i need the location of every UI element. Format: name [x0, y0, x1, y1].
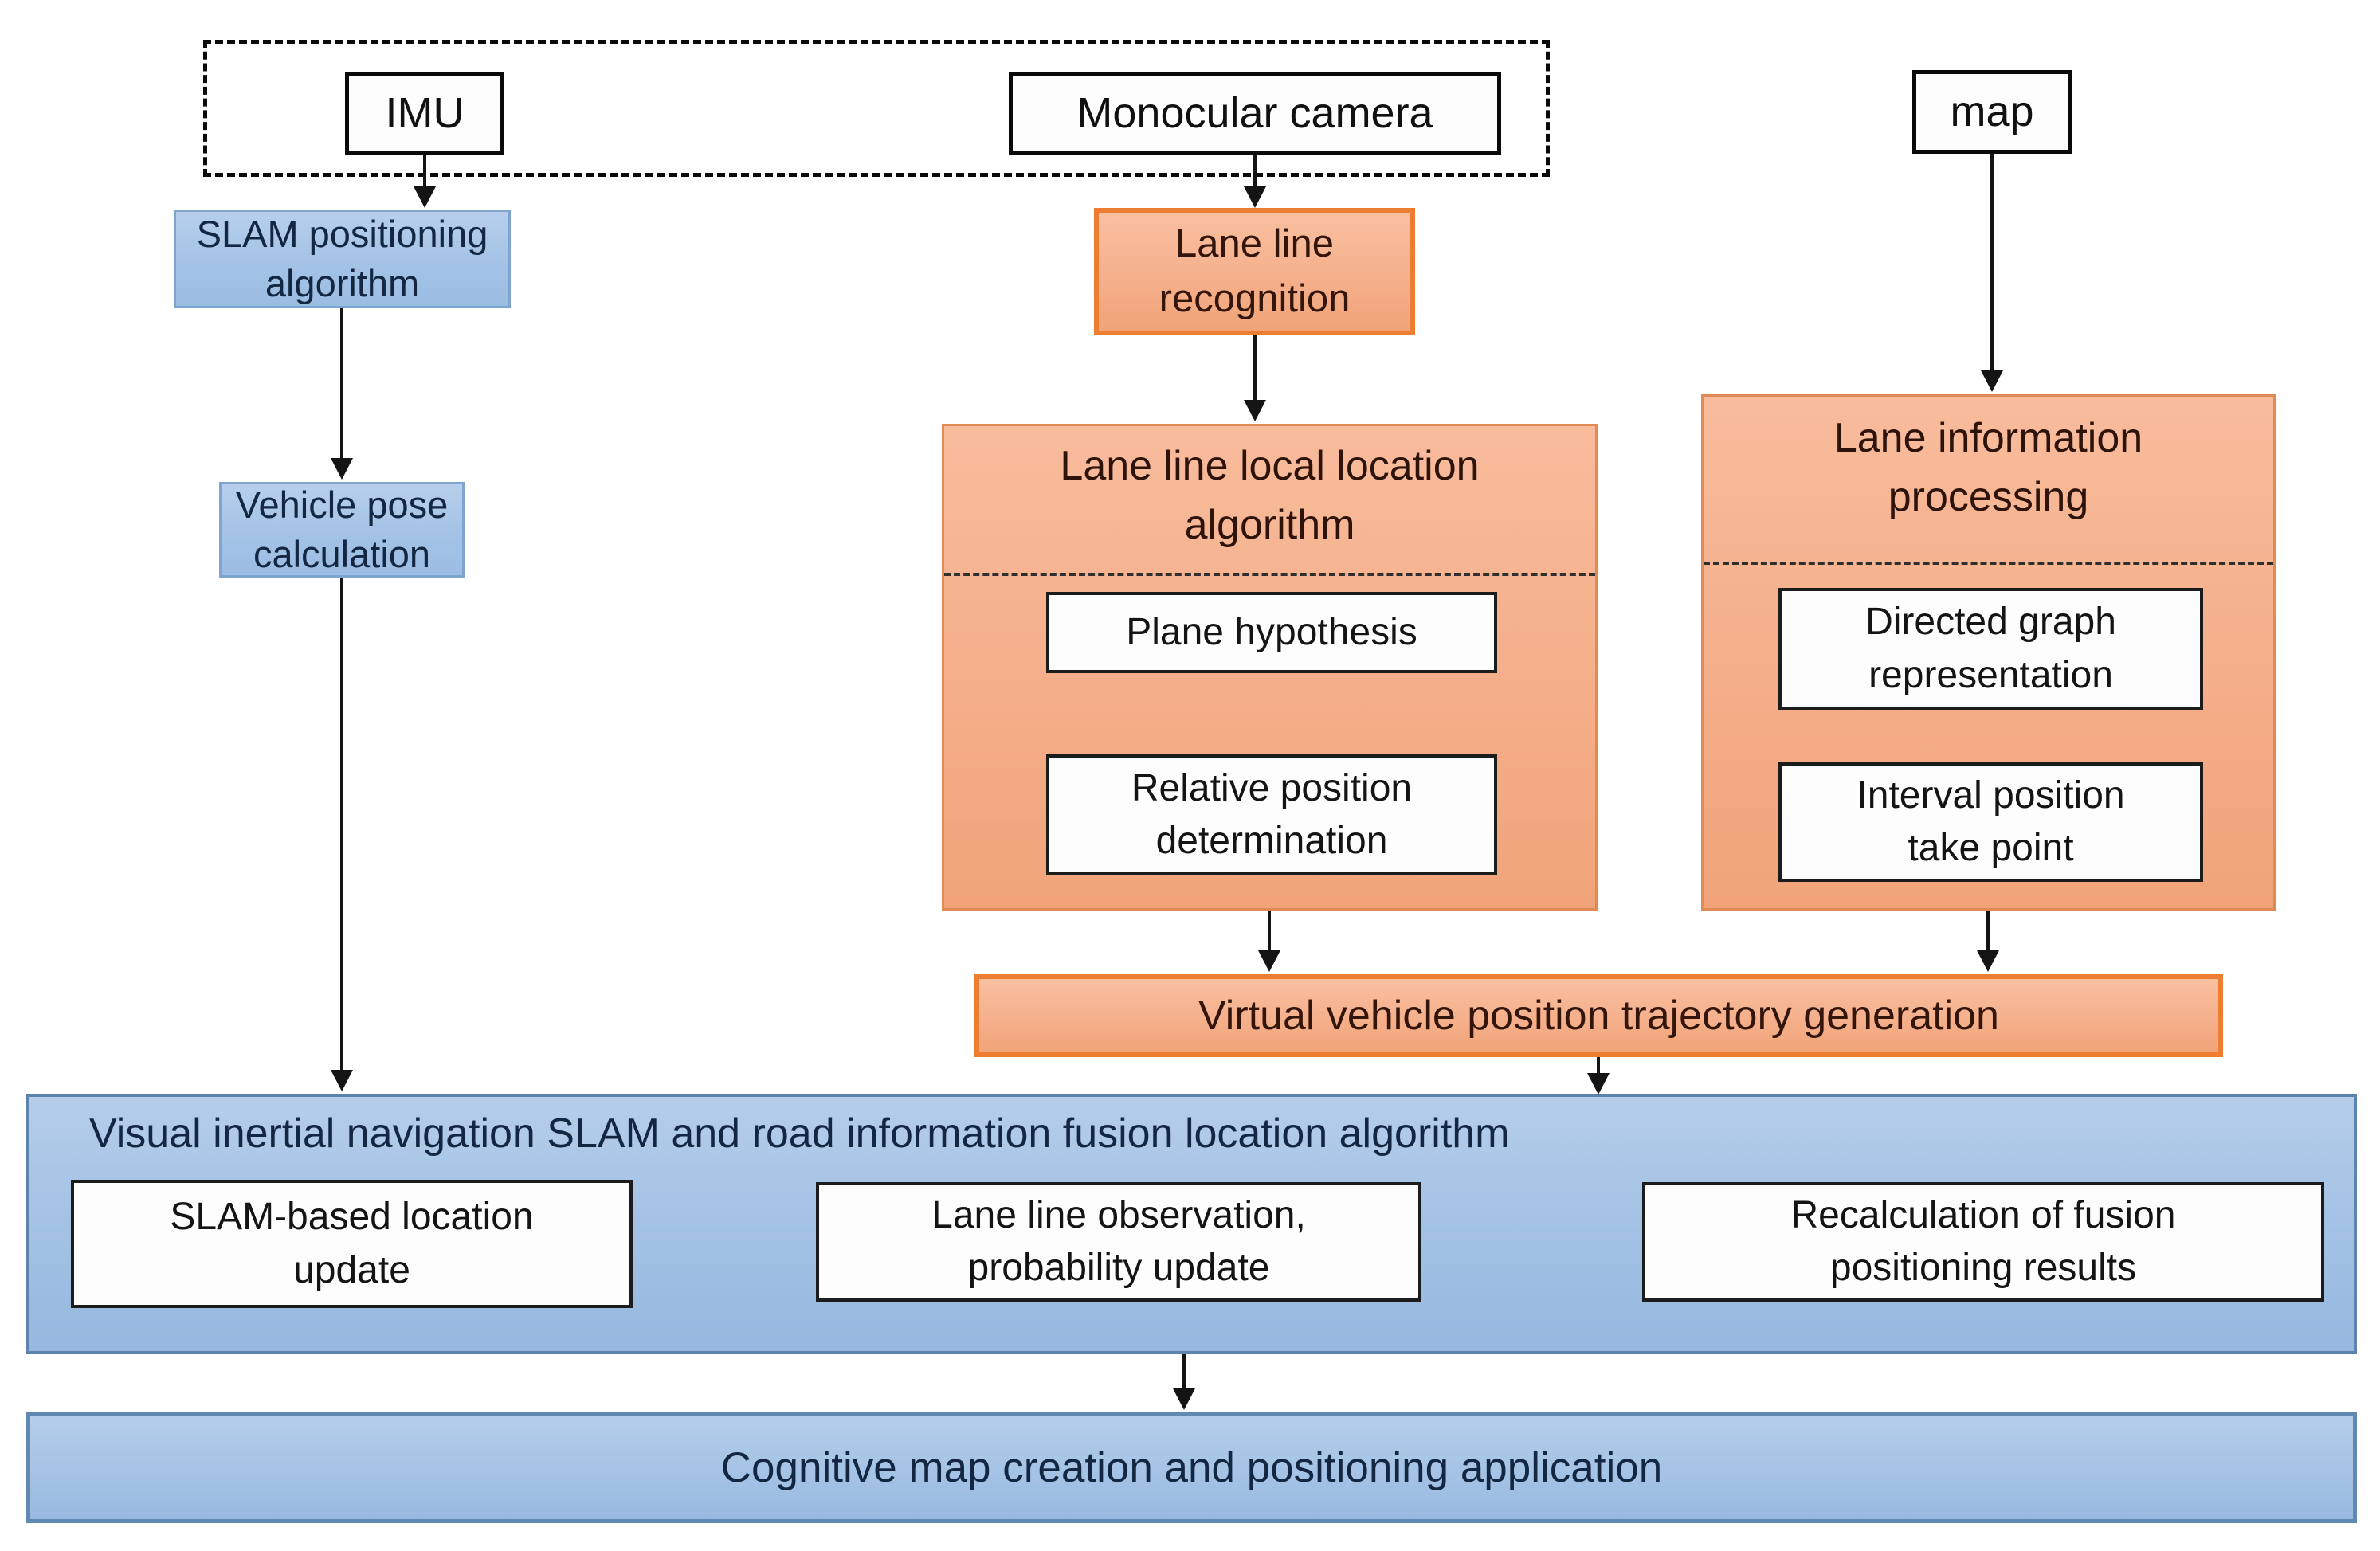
directed-graph-box: Directed graph representation — [1778, 588, 2203, 710]
lane-line-recognition-box: Lane line recognition — [1094, 208, 1415, 335]
slam-location-update-label: SLAM-based location update — [170, 1196, 534, 1291]
slam-positioning-label: SLAM positioning algorithm — [196, 212, 488, 304]
cognitive-map-label: Cognitive map creation and positioning a… — [720, 1443, 1663, 1491]
arrowhead-fusion-to-cognitive — [1173, 1388, 1195, 1410]
imu-box: IMU — [345, 72, 504, 155]
interval-position-label: Interval position take point — [1857, 774, 2125, 869]
lane-line-recognition-label: Lane line recognition — [1159, 222, 1351, 320]
monocular-camera-box: Monocular camera — [1009, 72, 1501, 155]
monocular-camera-label: Monocular camera — [1076, 89, 1433, 138]
arrow-slam-to-pose — [340, 308, 343, 458]
arrowhead-laneinfo-to-virtual — [1977, 950, 1999, 972]
lane-information-processing-panel: Lane information processing Directed gra… — [1701, 394, 2276, 911]
arrowhead-map-to-laneinfo — [1981, 370, 2003, 392]
recalculation-box: Recalculation of fusion positioning resu… — [1642, 1182, 2324, 1302]
sensor-group-container — [203, 40, 1550, 177]
local-panel-divider — [944, 573, 1595, 576]
plane-hypothesis-label: Plane hypothesis — [1126, 610, 1417, 653]
slam-location-update-box: SLAM-based location update — [71, 1180, 633, 1308]
slam-positioning-box: SLAM positioning algorithm — [174, 210, 511, 308]
arrow-fusion-to-cognitive — [1182, 1354, 1186, 1388]
arrowhead-virtual-to-fusion — [1587, 1073, 1610, 1095]
arrowhead-imu-to-slam — [414, 186, 436, 208]
relative-position-box: Relative position determination — [1046, 754, 1497, 875]
virtual-trajectory-box: Virtual vehicle position trajectory gene… — [974, 974, 2223, 1057]
lane-line-local-location-title: Lane line local location algorithm — [1060, 443, 1480, 548]
directed-graph-label: Directed graph representation — [1865, 601, 2116, 696]
recalculation-label: Recalculation of fusion positioning resu… — [1790, 1193, 2176, 1289]
map-box: map — [1912, 70, 2072, 154]
info-panel-divider — [1704, 562, 2273, 565]
fusion-algorithm-panel: Visual inertial navigation SLAM and road… — [26, 1094, 2357, 1354]
relative-position-label: Relative position determination — [1131, 766, 1413, 862]
plane-hypothesis-box: Plane hypothesis — [1046, 592, 1497, 673]
arrowhead-recognition-to-local — [1244, 400, 1266, 421]
arrowhead-camera-to-recognition — [1244, 186, 1266, 208]
arrowhead-local-to-virtual — [1258, 950, 1280, 972]
arrow-camera-to-recognition — [1253, 155, 1257, 186]
lane-observation-label: Lane line observation, probability updat… — [931, 1193, 1306, 1289]
virtual-trajectory-label: Virtual vehicle position trajectory gene… — [1198, 992, 1999, 1039]
arrow-map-to-laneinfo — [1990, 154, 1994, 370]
lane-information-processing-title: Lane information processing — [1833, 415, 2143, 520]
interval-position-box: Interval position take point — [1778, 762, 2203, 882]
arrow-imu-to-slam — [423, 155, 426, 186]
arrow-laneinfo-to-virtual — [1986, 911, 1990, 950]
arrow-local-to-virtual — [1268, 911, 1271, 950]
vehicle-pose-label: Vehicle pose calculation — [235, 483, 449, 575]
vehicle-pose-box: Vehicle pose calculation — [219, 482, 465, 578]
map-label: map — [1950, 88, 2034, 136]
cognitive-map-box: Cognitive map creation and positioning a… — [26, 1412, 2357, 1523]
arrow-pose-to-fusion — [340, 578, 343, 1070]
arrow-recognition-to-local — [1253, 335, 1257, 400]
arrowhead-pose-to-fusion — [331, 1070, 353, 1091]
arrow-virtual-to-fusion — [1597, 1057, 1600, 1073]
arrowhead-slam-to-pose — [331, 458, 353, 480]
lane-observation-box: Lane line observation, probability updat… — [816, 1182, 1421, 1302]
fusion-algorithm-title: Visual inertial navigation SLAM and road… — [89, 1110, 1510, 1157]
lane-line-local-location-panel: Lane line local location algorithm Plane… — [942, 424, 1598, 911]
imu-label: IMU — [385, 89, 465, 138]
